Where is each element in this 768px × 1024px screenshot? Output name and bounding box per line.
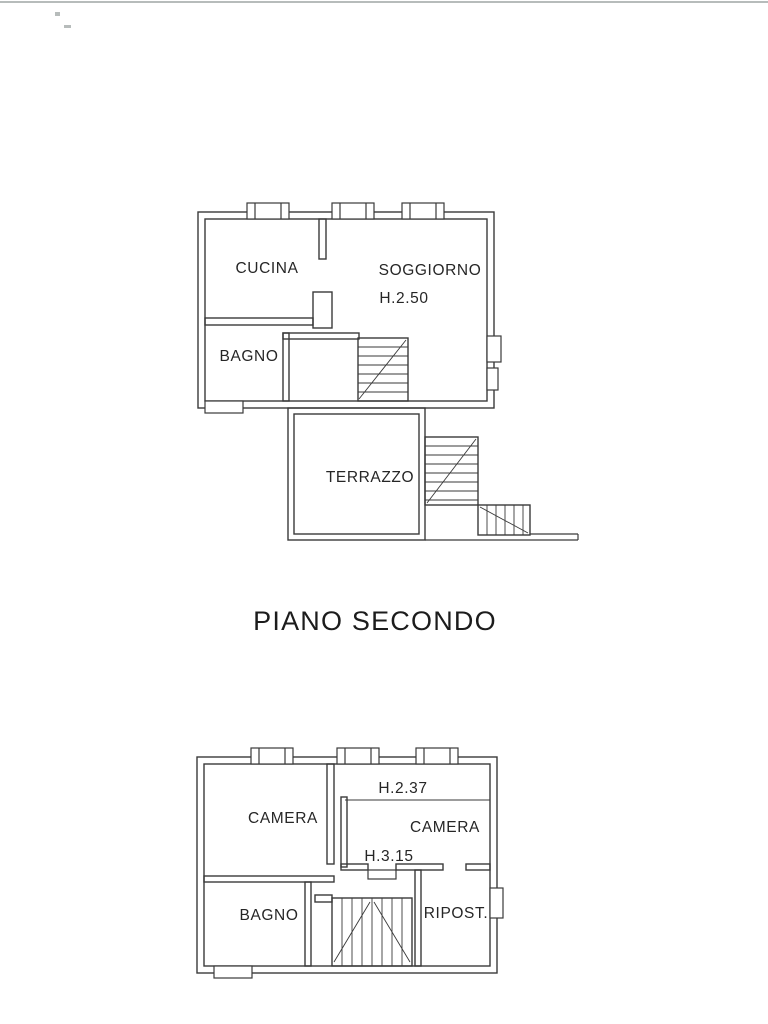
internal-stairs-icon — [357, 337, 409, 402]
lower-interior-walls — [203, 763, 491, 967]
upper-outer-walls — [197, 211, 495, 409]
room-label-bagno-upper: BAGNO — [220, 348, 279, 365]
room-label-terrazzo: TERRAZZO — [326, 469, 414, 486]
room-label-cucina: CUCINA — [235, 260, 298, 277]
upper-bottom-window-icon — [204, 400, 244, 414]
ceiling-height-label-soggiorno: H.2.50 — [379, 290, 428, 307]
lower-stairs-icon — [331, 897, 413, 967]
lower-bottom-window-icon — [213, 965, 253, 979]
plan-title: PIANO SECONDO — [253, 606, 497, 636]
upper-right-wall-window-icon — [486, 335, 502, 391]
external-stairs-icon — [424, 436, 579, 541]
terrace: TERRAZZO — [287, 407, 426, 541]
upper-interior-walls — [204, 218, 360, 402]
room-label-camera-right: CAMERA — [410, 819, 480, 836]
lower-right-wall-window-icon — [489, 887, 504, 919]
room-label-camera-left: CAMERA — [248, 810, 318, 827]
room-label-bagno-lower: BAGNO — [240, 907, 299, 924]
lower-plan: CAMERA H.2.37 CAMERA H.3.15 BAGNO RIPOST… — [196, 747, 504, 979]
room-label-ripostiglio: RIPOST. — [424, 905, 489, 922]
room-label-soggiorno: SOGGIORNO — [379, 262, 482, 279]
upper-window-icons — [246, 202, 445, 220]
upper-plan: CUCINA SOGGIORNO H.2.50 BAGNO — [197, 202, 502, 414]
scan-artifacts — [0, 1, 768, 28]
ceiling-height-label-upper: H.2.37 — [378, 780, 427, 797]
lower-window-icons — [250, 747, 459, 765]
ceiling-height-label-lower: H.3.15 — [364, 848, 413, 865]
